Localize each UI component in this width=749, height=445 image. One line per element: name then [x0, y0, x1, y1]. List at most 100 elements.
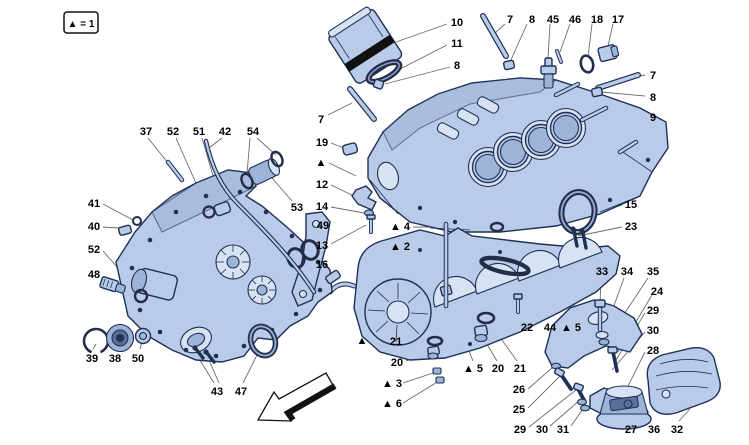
mid-small-parts [286, 142, 377, 285]
callout-52-a: 52 [167, 126, 179, 138]
callout-36: 36 [648, 424, 660, 436]
screws-43 [192, 345, 216, 364]
callout-8-a: 8 [454, 60, 460, 72]
callout-52-b: 52 [88, 244, 100, 256]
nut-50 [134, 327, 152, 345]
filter-nut [372, 78, 385, 90]
callout-38: 38 [109, 353, 121, 365]
seal-47 [247, 323, 279, 359]
callout-tri-4: ▲ 4 [390, 221, 411, 233]
callout-40: 40 [88, 221, 100, 233]
callout-7-a: 7 [318, 114, 324, 126]
callout-49: 49 [317, 220, 329, 232]
callout-11: 11 [451, 38, 463, 50]
oil-filter [328, 6, 403, 122]
sensor-45 [540, 57, 557, 89]
callout-tri-6: ▲ 6 [382, 398, 402, 410]
callout-15: 15 [625, 199, 637, 211]
callout-19: 19 [316, 137, 328, 149]
callout-tri-5-b: ▲ 5 [561, 322, 581, 334]
direction-arrow [256, 372, 337, 422]
upper-cylinder-block [367, 77, 669, 233]
engine-mount-cluster [544, 299, 721, 430]
callout-18: 18 [591, 14, 603, 26]
pump-ribs-2 [248, 276, 276, 304]
gasket-44 [479, 255, 531, 277]
callout-9: 9 [650, 112, 656, 124]
callout-14: 14 [316, 201, 329, 213]
callout-54: 54 [247, 126, 260, 138]
callout-27: 27 [625, 424, 637, 436]
callout-28: 28 [647, 345, 659, 357]
callout-tri-a: ▲ [316, 157, 327, 169]
callout-51: 51 [193, 126, 205, 138]
timing-cover [115, 169, 333, 363]
callout-24: 24 [651, 286, 664, 298]
callout-tri-2: ▲ 2 [390, 241, 410, 253]
callout-44: 44 [544, 322, 557, 334]
callout-8-c: 8 [650, 92, 656, 104]
nut-36 [623, 399, 633, 409]
callout-20-a: 20 [391, 357, 403, 369]
callout-7-b: 7 [507, 14, 513, 26]
callout-33: 33 [596, 266, 608, 278]
callout-29-a: 29 [647, 305, 659, 317]
callout-8-b: 8 [529, 14, 535, 26]
callout-21-b: 21 [514, 363, 526, 375]
callout-13: 13 [316, 240, 328, 252]
callout-46: 46 [569, 14, 581, 26]
callout-47: 47 [235, 386, 247, 398]
callout-tri-b: ▲ [357, 335, 368, 347]
callout-48: 48 [88, 269, 100, 281]
callout-26: 26 [513, 384, 525, 396]
callout-50: 50 [132, 353, 144, 365]
callout-16: 16 [316, 259, 328, 271]
plug-17 [597, 44, 620, 63]
callout-7-c: 7 [650, 70, 656, 82]
callout-45: 45 [547, 14, 559, 26]
center-exploded-parts [426, 189, 598, 384]
drain-plug-right [473, 311, 496, 343]
callout-30-a: 30 [647, 325, 659, 337]
callout-labels: 10 11 8 7 7 8 45 46 18 17 7 8 9 37 52 51… [86, 14, 683, 436]
cover-32 [646, 347, 721, 415]
callout-10: 10 [451, 17, 463, 29]
snap-ring-39 [82, 327, 110, 355]
plug-48 [99, 276, 126, 294]
callout-tri-5-a: ▲ 5 [463, 363, 483, 375]
lower-crankcase [327, 227, 621, 361]
callout-37: 37 [140, 126, 152, 138]
nut-tri6 [435, 376, 445, 384]
callout-31: 31 [557, 424, 569, 436]
cover-bolt-holes [129, 189, 323, 359]
nut-tri3 [432, 367, 442, 375]
callout-30-b: 30 [536, 424, 548, 436]
callout-42: 42 [219, 126, 231, 138]
pump-ribs [216, 245, 250, 279]
callout-17: 17 [612, 14, 624, 26]
callout-tri-3: ▲ 3 [382, 378, 402, 390]
cover-ribs [367, 283, 429, 343]
drain-plug-left [426, 335, 444, 360]
left-exploded-parts [82, 138, 317, 364]
callout-20-b: 20 [492, 363, 504, 375]
callout-12: 12 [316, 179, 328, 191]
callout-25: 25 [513, 404, 525, 416]
callout-41: 41 [88, 198, 100, 210]
bearing-38 [105, 323, 135, 353]
callout-23: 23 [625, 221, 637, 233]
callout-34: 34 [621, 266, 634, 278]
callout-32: 32 [671, 424, 683, 436]
mount-27 [596, 385, 652, 430]
callout-21-a: 21 [390, 336, 402, 348]
callout-29-b: 29 [514, 424, 526, 436]
callout-53: 53 [291, 202, 303, 214]
callout-35: 35 [647, 266, 659, 278]
legend-box: ▲ = 1 [63, 11, 99, 34]
callout-39: 39 [86, 353, 98, 365]
top-right-parts [480, 13, 641, 98]
legend-text: ▲ = 1 [68, 19, 95, 30]
mount-bolts [550, 362, 591, 412]
